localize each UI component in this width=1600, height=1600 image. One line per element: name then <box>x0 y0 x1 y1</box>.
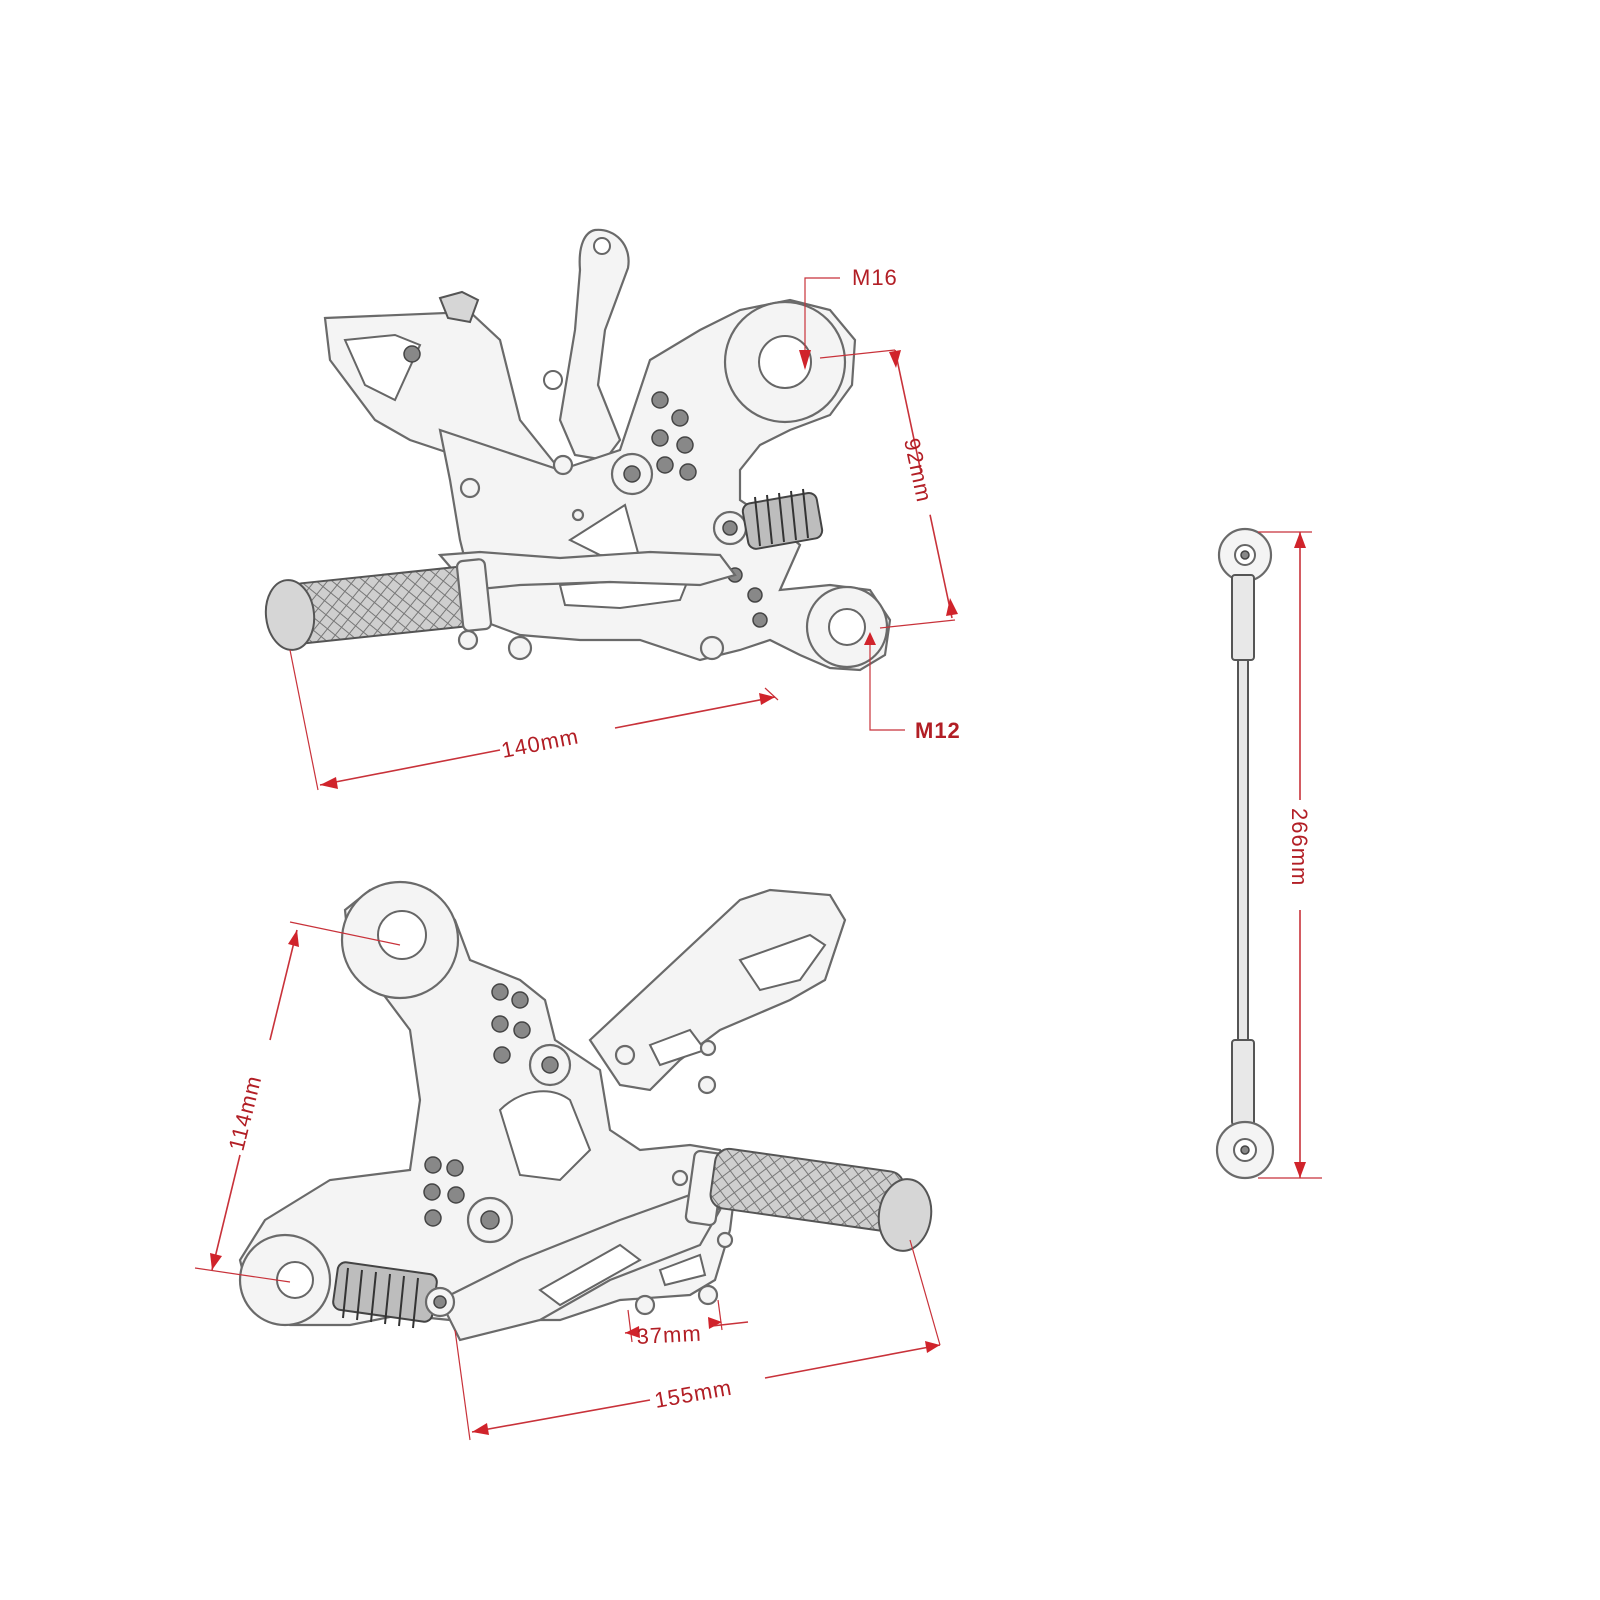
top-adjust-holes <box>651 391 768 628</box>
bottom-spring <box>332 1261 456 1329</box>
dim-140: 140mm <box>289 649 779 791</box>
top-brake-arm-hole-2 <box>543 370 563 390</box>
m12-label: M12 <box>915 718 961 743</box>
top-rearset <box>264 228 892 672</box>
dim-266-label: 266mm <box>1287 808 1312 886</box>
bottom-footpeg <box>684 1147 933 1252</box>
top-peg-arm <box>437 550 737 592</box>
dim-92: 92mm <box>819 349 971 629</box>
m12-callout: M12 <box>864 632 961 743</box>
m16-callout: M16 <box>799 265 898 370</box>
top-brake-arm <box>558 228 630 462</box>
top-brake-arm-hole <box>593 237 611 255</box>
bottom-heel-plate <box>588 888 847 1092</box>
top-heel-plate-slot <box>343 333 422 402</box>
bottom-main-body <box>238 888 737 1327</box>
dim-114-label: 114mm <box>224 1073 267 1154</box>
bottom-cutout <box>498 1090 592 1182</box>
bottom-rearset <box>238 880 933 1342</box>
bottom-lever-slot <box>538 1243 642 1307</box>
top-clip <box>438 290 480 324</box>
top-m16-hole <box>758 335 812 389</box>
m16-label: M16 <box>852 265 898 290</box>
bottom-lower-hole <box>276 1261 314 1299</box>
bottom-lever-slot-2 <box>658 1253 707 1287</box>
bottom-upper-hole <box>377 910 427 960</box>
dim-140-label: 140mm <box>499 723 581 762</box>
top-footpeg <box>264 558 493 651</box>
bottom-adjust-holes <box>423 983 531 1227</box>
shift-linkage-rod <box>1215 527 1275 1180</box>
top-m12-hole <box>828 608 866 646</box>
dim-37: 37mm <box>624 1299 749 1349</box>
top-screws <box>457 454 725 661</box>
bottom-heel-slot <box>738 933 827 992</box>
dim-266: 266mm <box>1258 531 1322 1179</box>
top-heel-bolt <box>403 345 421 363</box>
dim-37-label: 37mm <box>636 1321 702 1349</box>
bottom-screws <box>614 1039 734 1316</box>
top-spring <box>741 488 824 550</box>
top-heel-plate <box>323 310 563 477</box>
dim-155-label: 155mm <box>653 1375 735 1413</box>
